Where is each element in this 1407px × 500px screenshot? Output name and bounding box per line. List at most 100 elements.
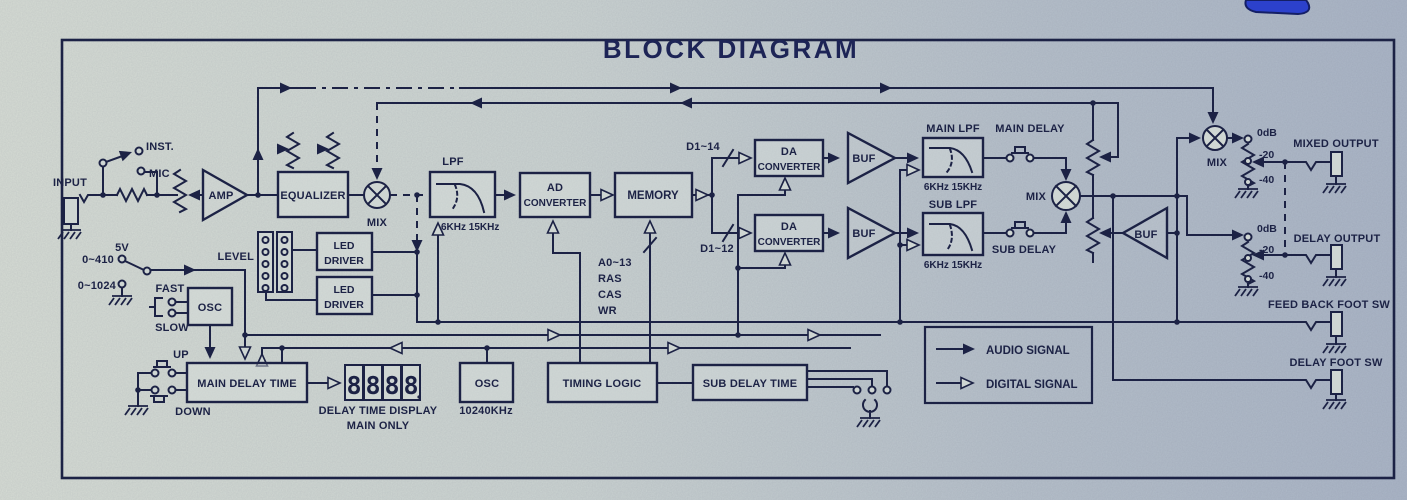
da-converter-sub-block bbox=[753, 213, 825, 253]
osc-10240-block bbox=[458, 361, 515, 404]
delay-output-label: DELAY OUTPUT bbox=[1294, 233, 1381, 245]
ras-label: RAS bbox=[598, 273, 622, 285]
diagram-frame bbox=[60, 38, 1396, 480]
up-label: UP bbox=[173, 349, 189, 361]
cas-label: CAS bbox=[598, 289, 622, 301]
sub-delay-label: SUB DELAY bbox=[992, 244, 1057, 256]
memory-block bbox=[613, 171, 694, 219]
mixed-output-jack bbox=[1330, 151, 1343, 177]
delay-40db-label: -40 bbox=[1259, 270, 1274, 282]
mix2-label: MIX bbox=[1026, 191, 1047, 203]
switch-contacts bbox=[98, 134, 1253, 395]
equalizer-block bbox=[276, 170, 350, 219]
inst-label: INST. bbox=[146, 141, 174, 153]
da2-label: DA bbox=[781, 221, 797, 233]
lpf-block bbox=[428, 170, 497, 219]
down-label: DOWN bbox=[175, 406, 211, 418]
mixed-20db-label: -20 bbox=[1259, 149, 1274, 161]
delay-0db-label: 0dB bbox=[1257, 223, 1277, 235]
sub-lpf-block bbox=[921, 211, 985, 257]
led-driver-2-block bbox=[315, 275, 374, 316]
sub-delay-time-label: SUB DELAY TIME bbox=[703, 378, 798, 390]
5v-label: 5V bbox=[115, 242, 129, 254]
mix-node-2 bbox=[1051, 181, 1081, 211]
mixed-output-label: MIXED OUTPUT bbox=[1293, 138, 1379, 150]
sub-lpf-freq-label: 6KHz 15KHz bbox=[924, 260, 982, 271]
buf-feedback-block bbox=[1120, 205, 1169, 261]
buf-main-block bbox=[846, 131, 898, 185]
osc2-freq-label: 10240KHz bbox=[459, 405, 513, 417]
a0-13-label: A0~13 bbox=[598, 257, 632, 269]
display-digit-4: 8 bbox=[403, 371, 418, 400]
d1-14-label: D1~14 bbox=[686, 141, 720, 153]
buf2-label: BUF bbox=[852, 228, 875, 240]
labels: BLOCK DIAGRAM INPUT INST. MIC AMP EQUALI… bbox=[53, 34, 1390, 432]
main-delay-time-label: MAIN DELAY TIME bbox=[197, 378, 297, 390]
page-title: BLOCK DIAGRAM bbox=[603, 34, 859, 64]
feedback-foot-sw-label: FEED BACK FOOT SW bbox=[1268, 299, 1390, 311]
led1-label: LED bbox=[334, 240, 355, 252]
amp-label: AMP bbox=[208, 190, 233, 202]
mix1-label: MIX bbox=[367, 217, 388, 229]
range-410-label: 0~410 bbox=[82, 254, 114, 266]
equalizer-label: EQUALIZER bbox=[280, 190, 345, 202]
mix-node-1 bbox=[363, 181, 391, 209]
sub-delay-time-block bbox=[691, 363, 809, 402]
osc1-label: OSC bbox=[198, 302, 222, 314]
ad-converter-block bbox=[518, 171, 592, 219]
legend-box bbox=[923, 325, 1094, 405]
driver1-label: DRIVER bbox=[324, 255, 364, 267]
main-delay-label: MAIN DELAY bbox=[995, 123, 1065, 135]
sub-lpf-label: SUB LPF bbox=[929, 199, 978, 211]
led2-label: LED bbox=[334, 284, 355, 296]
display-caption-2: MAIN ONLY bbox=[347, 420, 410, 432]
jack-symbols bbox=[63, 151, 1343, 395]
delay-output-jack bbox=[1330, 244, 1343, 270]
lpf-freq-label: 6KHz 15KHz bbox=[441, 222, 499, 233]
buf-sub-block bbox=[846, 206, 898, 260]
display-caption-1: DELAY TIME DISPLAY bbox=[319, 405, 438, 417]
legend-audio-label: AUDIO SIGNAL bbox=[986, 345, 1070, 357]
ad-label: AD bbox=[547, 182, 563, 194]
delay-foot-sw-label: DELAY FOOT SW bbox=[1289, 357, 1382, 369]
lpf-label: LPF bbox=[442, 156, 463, 168]
timing-logic-label: TIMING LOGIC bbox=[563, 378, 642, 390]
delay-foot-sw-jack bbox=[1330, 369, 1343, 395]
buf1-label: BUF bbox=[852, 153, 875, 165]
level-label: LEVEL bbox=[218, 251, 255, 263]
driver2-label: DRIVER bbox=[324, 299, 364, 311]
legend-digital-label: DIGITAL SIGNAL bbox=[986, 379, 1078, 391]
level-meter-bars bbox=[257, 231, 418, 301]
delay-20db-label: -20 bbox=[1259, 244, 1274, 256]
main-lpf-label: MAIN LPF bbox=[926, 123, 980, 135]
legend-arrows bbox=[936, 343, 975, 390]
led-driver-1-block bbox=[315, 231, 374, 272]
display-digit-2: 8 bbox=[365, 371, 380, 400]
input-label: INPUT bbox=[53, 177, 87, 189]
memory-label: MEMORY bbox=[627, 190, 679, 202]
buf3-label: BUF bbox=[1134, 229, 1157, 241]
slow-label: SLOW bbox=[155, 322, 189, 334]
osc-fast-slow-block bbox=[186, 286, 234, 327]
fast-label: FAST bbox=[156, 283, 185, 295]
da1-label: DA bbox=[781, 146, 797, 158]
input-jack bbox=[63, 197, 79, 225]
wr-label: WR bbox=[598, 305, 617, 317]
display-digit-3: 8 bbox=[384, 371, 399, 400]
blocks bbox=[185, 125, 1228, 405]
blue-corner-tab bbox=[1244, 0, 1311, 16]
mix-node-3 bbox=[1202, 125, 1228, 151]
da1-converter-label: CONVERTER bbox=[758, 162, 822, 173]
da2-converter-label: CONVERTER bbox=[758, 237, 822, 248]
main-delay-time-block bbox=[185, 361, 309, 404]
delay-time-display bbox=[344, 364, 421, 401]
main-lpf-freq-label: 6KHz 15KHz bbox=[924, 182, 982, 193]
timing-logic-block bbox=[546, 361, 659, 404]
amp-block bbox=[201, 167, 250, 223]
ad-converter-label: CONVERTER bbox=[524, 198, 588, 209]
range-1024-label: 0~1024 bbox=[78, 280, 117, 292]
osc2-label: OSC bbox=[475, 378, 499, 390]
mix3-label: MIX bbox=[1207, 157, 1228, 169]
